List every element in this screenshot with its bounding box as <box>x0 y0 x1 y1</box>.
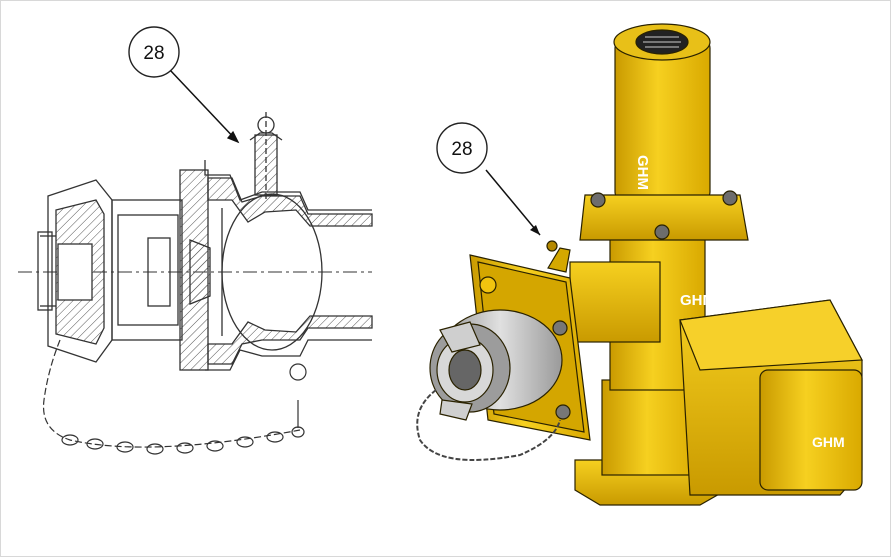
body-lower-outline <box>205 339 372 371</box>
upper-wall-hatch <box>207 177 373 227</box>
callout-bubble-left: 28 <box>128 26 180 78</box>
coupling-head <box>47 179 113 363</box>
callout-bubble-right: 28 <box>436 122 488 174</box>
svg-text:GHM: GHM <box>680 292 715 309</box>
grease-fitting-right <box>547 247 571 273</box>
svg-text:GHM: GHM <box>812 434 845 450</box>
callout-leader-left <box>169 69 239 143</box>
svg-text:GHM: GHM <box>634 155 651 190</box>
callout-label-left: 28 <box>143 43 164 64</box>
callout-arrowhead-right <box>530 225 540 235</box>
ghm-logo-top: GHM <box>634 155 651 190</box>
inlet-body <box>569 261 661 343</box>
callout-arrowhead-left <box>226 130 240 144</box>
callout-label-right: 28 <box>451 139 472 160</box>
body-upper-outline <box>204 160 372 211</box>
assembly-render <box>416 23 863 506</box>
top-cylinder <box>614 39 711 201</box>
mid-flange <box>579 194 749 241</box>
lower-wall-hatch <box>207 315 373 365</box>
chain <box>42 339 307 455</box>
chain-right <box>416 389 561 461</box>
ghm-logo-middle: GHM <box>680 292 715 309</box>
callout-leader-right <box>485 169 541 236</box>
inner-poppet <box>147 237 171 307</box>
coupler-body <box>111 199 183 341</box>
ghm-logo-actuator: GHM <box>812 434 845 450</box>
section-drawing <box>18 69 373 455</box>
